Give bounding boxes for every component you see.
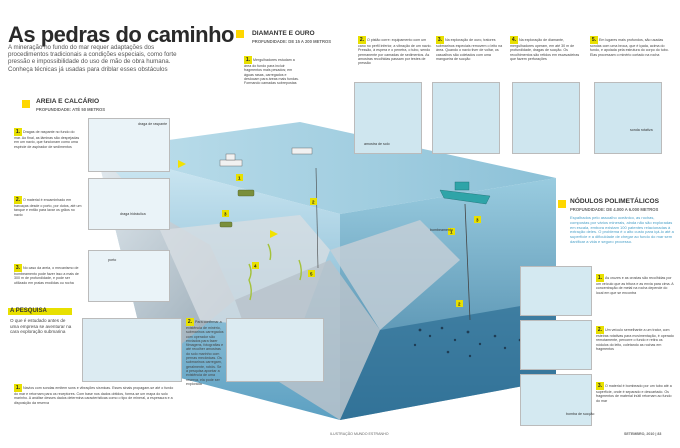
step-number: 1. (596, 274, 604, 282)
illustration-box-areia (88, 250, 170, 302)
step-number: 3. (436, 36, 444, 44)
illustration-box-barcacas (88, 178, 170, 230)
illustration-box-mergulhador (512, 82, 580, 154)
label-draga-raspante: draga de raspante (138, 122, 168, 126)
step-text: O material é encaminhado em barcaças des… (14, 198, 82, 217)
section-title-pesquisa: A PESQUISA (10, 308, 47, 314)
illustration-box-trator (432, 82, 500, 154)
section-text-pesquisa: O que é estudado antes de uma empresa se… (10, 318, 72, 335)
label-amostra: amostra de solo (364, 142, 390, 146)
section-title-nodulos: NÓDULOS POLIMETÁLICOS (570, 198, 660, 205)
section-marker (558, 200, 566, 208)
svg-text:3: 3 (224, 212, 227, 217)
svg-text:2: 2 (312, 200, 315, 205)
section-depth-nodulos: PROFUNDIDADE: DE 4.000 A 6.000 METROS (570, 207, 659, 212)
step-text: Navios com sondas emitem sons e vibraçõe… (14, 386, 174, 405)
section-marker (236, 30, 244, 38)
step-text: Mergulhadores estudam a área do fundo pa… (244, 58, 299, 86)
illustration-box-pistao (354, 82, 422, 154)
step-number: 1. (244, 56, 252, 64)
svg-text:2: 2 (458, 302, 461, 307)
svg-text:3: 3 (476, 218, 479, 223)
step-p1: 1.Navios com sondas emitem sons e vibraç… (14, 384, 174, 405)
step-text: O material é bombeado por um tubo até a … (596, 384, 672, 403)
page-title: As pedras do caminho (8, 22, 234, 47)
step-number: 3. (596, 382, 604, 390)
section-text-nodulos: Espalhados pelo assoalho oceânico, as ro… (570, 215, 674, 244)
step-number: 1. (14, 384, 22, 392)
svg-text:1: 1 (450, 230, 453, 235)
footer-credit: ILUSTRAÇÃO MUNDO ESTRANHO (330, 432, 389, 436)
step-number: 4. (510, 36, 518, 44)
step-text: As cruzes e as crostas são recolhidas po… (596, 276, 674, 295)
step-text: Um veículo semelhante a um trator, com e… (596, 328, 674, 351)
section-title-areia: AREIA E CALCÁRIO (36, 98, 100, 105)
step-text: Na exploração de diamante, mergulhadores… (510, 38, 580, 61)
step-text: Dragas de raspante no fundo do mar. Ao f… (14, 130, 80, 149)
illustration-box-dragas (88, 118, 170, 172)
step-p2: 2.Para confirmar a existência de minério… (186, 318, 224, 386)
label-sonda: sonda rotativa (630, 128, 653, 132)
section-title-diamante: DIAMANTE E OURO (252, 30, 315, 37)
illustration-box-crostas (520, 266, 592, 316)
step-n1: 1.As cruzes e as crostas são recolhidas … (596, 274, 674, 295)
section-marker (22, 100, 30, 108)
step-number: 3. (14, 264, 22, 272)
step-n2: 2.Um veículo semelhante a um trator, com… (596, 326, 674, 351)
step-a2: 2.O material é encaminhado em barcaças d… (14, 196, 82, 217)
illustration-box-sonda (594, 82, 662, 154)
pesquisa-header-bar (8, 308, 72, 315)
label-bombeamento: bombeamento (430, 228, 453, 232)
svg-text:1: 1 (238, 176, 241, 181)
step-text: No caso da areia, o mecanismo de bombeam… (14, 266, 79, 285)
step-text: Para confirmar a existência de minério, … (186, 320, 224, 386)
label-bomba-succao: bomba de sucção (566, 412, 595, 416)
step-text: Na exploração de ouro, tratores submarin… (436, 38, 503, 61)
svg-text:4: 4 (254, 264, 257, 269)
step-d1: 1.Mergulhadores estudam a área do fundo … (244, 56, 300, 85)
illustration-box-bomba (520, 374, 592, 426)
step-number: 2. (596, 326, 604, 334)
footer-page: SETEMBRO, 2010 | 83 (624, 432, 662, 436)
section-depth-areia: PROFUNDIDADE: ATÉ 50 METROS (36, 107, 106, 112)
step-number: 1. (14, 128, 22, 136)
section-depth-diamante: PROFUNDIDADE: DE 15 A 200 METROS (252, 39, 332, 44)
step-d2: 2.O pistão corre: equipamento com um can… (358, 36, 434, 65)
illustration-box-submarino (226, 318, 324, 382)
step-a3: 3.No caso da areia, o mecanismo de bombe… (14, 264, 82, 285)
illustration-box-sonar (82, 318, 182, 382)
step-number: 2. (14, 196, 22, 204)
step-text: O pistão corre: equipamento com um cano … (358, 38, 432, 66)
step-d4: 4.Na exploração de diamante, mergulhador… (510, 36, 586, 61)
step-number: 2. (186, 318, 194, 326)
label-porto: porto (108, 258, 117, 262)
step-number: 2. (358, 36, 366, 44)
illustration-box-trator-nodulos (520, 320, 592, 370)
step-a1: 1.Dragas de raspante no fundo do mar. Ao… (14, 128, 82, 149)
lede-text: A mineração no fundo do mar requer adapt… (8, 44, 177, 73)
step-number: 5. (590, 36, 598, 44)
label-draga-hidraulica: draga hidráulica (120, 212, 146, 216)
step-d5: 5.Em lugares mais profundos, são usadas … (590, 36, 670, 57)
svg-text:5: 5 (310, 272, 313, 277)
step-n3: 3.O material é bombeado por um tubo até … (596, 382, 674, 403)
step-text: Em lugares mais profundos, são usadas so… (590, 38, 669, 57)
step-d3: 3.Na exploração de ouro, tratores submar… (436, 36, 508, 61)
